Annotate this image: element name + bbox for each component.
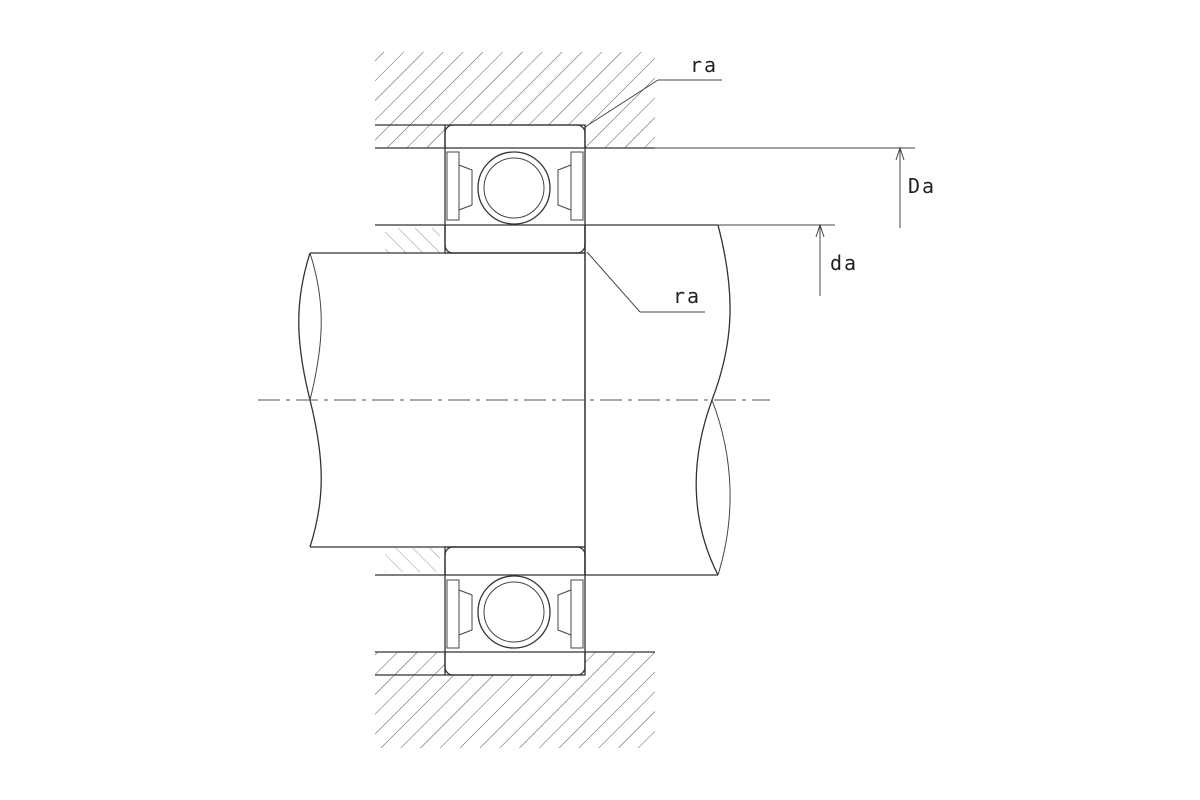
shaft-spacers	[375, 224, 445, 576]
dimension-lines	[655, 146, 915, 296]
bearing-top	[444, 124, 586, 254]
label-da: da	[830, 251, 858, 275]
label-Da: Da	[908, 174, 936, 198]
ra-leaders	[584, 79, 722, 313]
label-ra-bottom: ra	[673, 284, 701, 308]
label-ra-top: ra	[690, 53, 718, 77]
bearing-bottom	[444, 546, 586, 676]
